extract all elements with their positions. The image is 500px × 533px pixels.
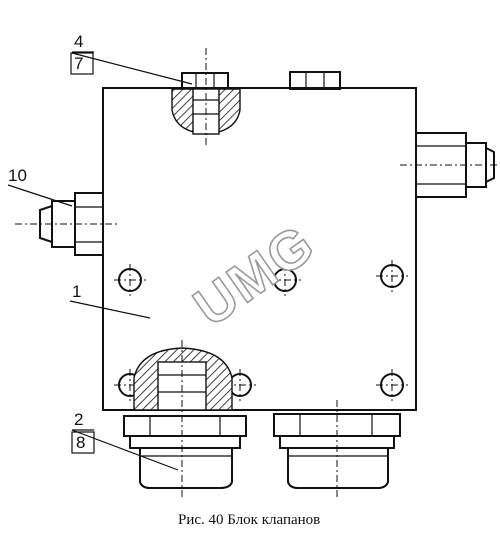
left-fitting — [15, 192, 120, 256]
label-part-7: 7 — [74, 54, 83, 73]
label-part-10: 10 — [8, 166, 27, 185]
label-part-2: 2 — [74, 410, 83, 429]
leader-2 — [71, 429, 179, 471]
figure-caption: Рис. 40 Блок клапанов — [178, 512, 320, 528]
right-fitting — [400, 132, 500, 198]
watermark-text: UMG — [183, 213, 326, 338]
label-part-1: 1 — [72, 282, 81, 301]
mounting-hole — [269, 264, 301, 296]
leader-1 — [69, 300, 151, 319]
bottom-fitting-right — [273, 400, 401, 500]
mounting-hole — [376, 260, 408, 292]
top-plug-left — [171, 48, 241, 145]
label-part-8: 8 — [76, 433, 85, 452]
bottom-port-left — [133, 340, 233, 500]
top-plug-right — [289, 71, 341, 90]
leader-10 — [7, 184, 73, 207]
mounting-hole — [376, 369, 408, 401]
label-box-7 — [70, 52, 94, 75]
leader-4 — [71, 52, 193, 85]
label-box-8 — [71, 431, 95, 454]
label-part-4: 4 — [74, 32, 83, 51]
bottom-fitting-left — [123, 415, 247, 489]
mounting-hole — [114, 264, 146, 296]
